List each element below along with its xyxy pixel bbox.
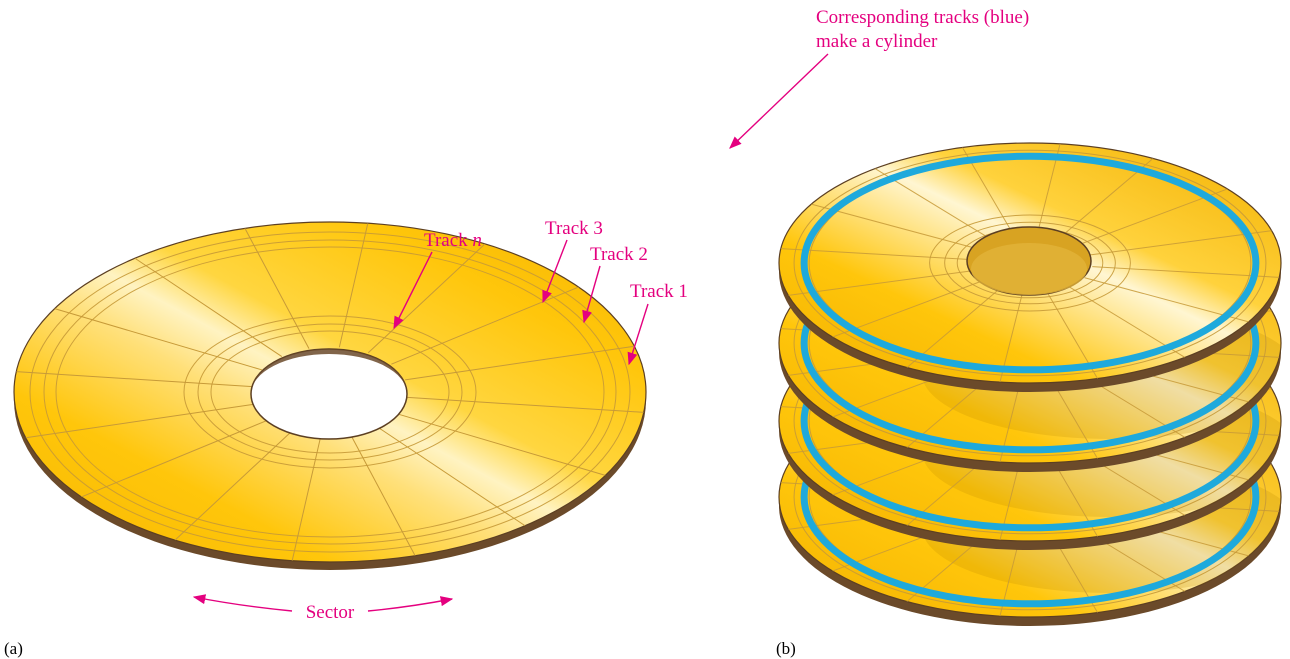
label-cylinder-line-2: make a cylinder xyxy=(816,31,938,52)
sector-line xyxy=(134,257,283,358)
arrow-track-1 xyxy=(627,303,649,366)
arrow-track-2 xyxy=(582,265,601,324)
sector-line xyxy=(405,345,635,381)
sector-line xyxy=(407,396,644,413)
sector-line xyxy=(788,270,970,296)
platter-stack-b xyxy=(778,142,1282,626)
sector-line xyxy=(244,228,310,349)
arrow-track-3 xyxy=(542,239,568,304)
arrow-cylinder xyxy=(729,53,829,149)
sector-line xyxy=(367,243,486,354)
sector-line xyxy=(54,308,263,371)
sector-line xyxy=(811,203,976,249)
sector-line xyxy=(397,413,606,476)
sector-line xyxy=(81,419,269,498)
cylinder-track xyxy=(800,152,1260,374)
sector-line xyxy=(338,223,369,348)
sector-line xyxy=(377,426,526,527)
sector-line xyxy=(291,436,322,561)
label-track-n: Track n xyxy=(424,230,482,251)
sector-line xyxy=(174,430,293,541)
panel-label-b: (b) xyxy=(776,639,796,658)
sector-line xyxy=(25,403,255,439)
label-track-3: Track 3 xyxy=(545,218,603,239)
sector-line xyxy=(1090,230,1272,256)
sector-line xyxy=(780,248,968,260)
sector-line xyxy=(1084,277,1249,323)
panel-label-a: (a) xyxy=(4,639,23,658)
arrow-sector-right xyxy=(367,596,454,612)
annotations-b: Corresponding tracks (blue) make a cylin… xyxy=(729,7,1029,658)
label-cylinder-line-1: Corresponding tracks (blue) xyxy=(816,7,1029,28)
platter-b xyxy=(778,142,1282,392)
platter-a xyxy=(13,221,647,570)
label-track-2: Track 2 xyxy=(590,244,648,265)
platter-a-grid xyxy=(16,223,644,561)
sector-line xyxy=(16,371,253,388)
sector-line xyxy=(1092,266,1280,278)
arrow-track-n xyxy=(393,251,433,330)
label-track-1: Track 1 xyxy=(630,281,688,302)
sector-line xyxy=(350,435,416,556)
annotations-a: Track n Track 3 Track 2 Track 1 Sector (… xyxy=(4,218,688,658)
arrow-sector-left xyxy=(192,594,293,612)
label-sector: Sector xyxy=(306,602,355,623)
